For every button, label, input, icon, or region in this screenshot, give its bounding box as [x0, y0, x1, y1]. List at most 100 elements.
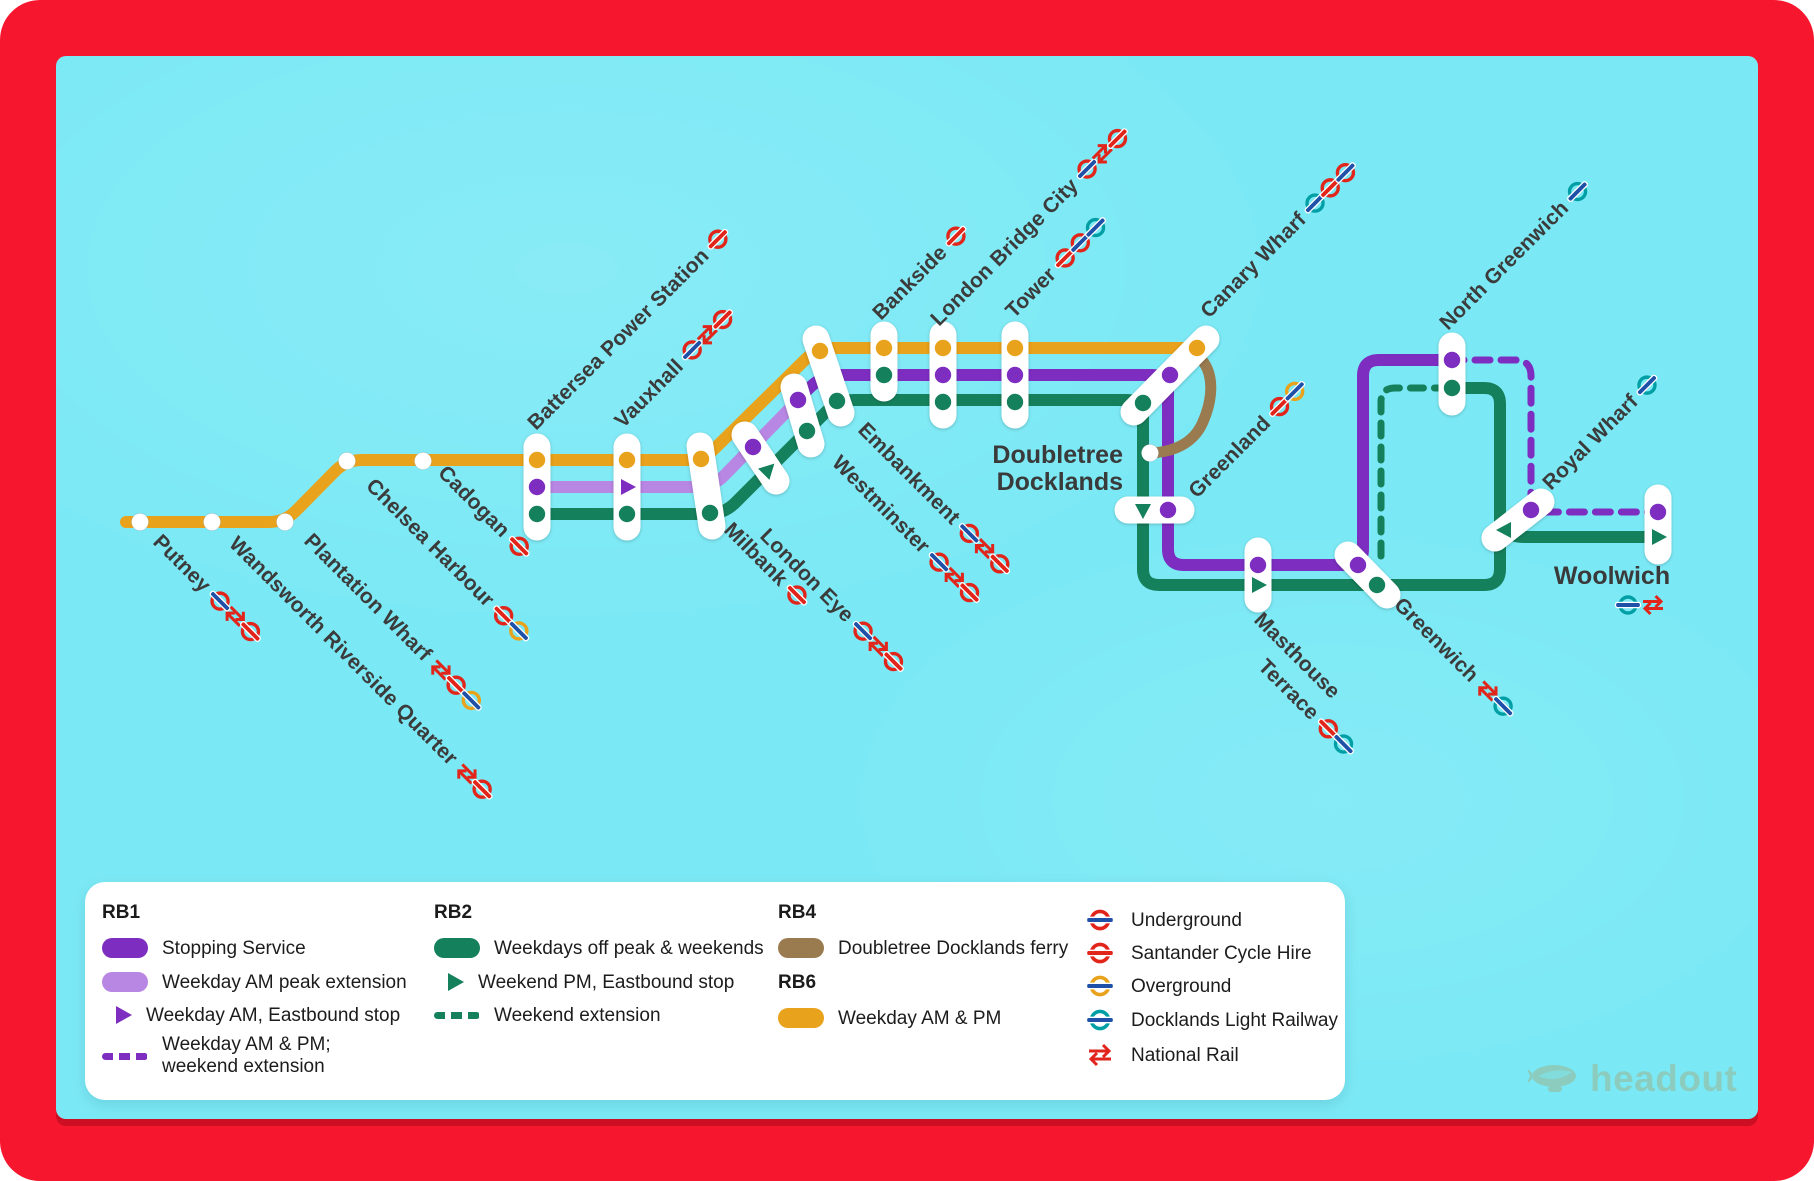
legend-col-rb2: RB2 Weekdays off peak & weekends Weekend… [434, 882, 774, 1100]
canary-wharf-line-dot [1188, 339, 1206, 357]
london-eye-line-dot [744, 438, 762, 456]
london-bridge-city-line-dot [934, 366, 952, 384]
cycle-icon [786, 584, 808, 606]
station-name: Royal Wharf [1538, 390, 1643, 495]
station-label-greenwich: Greenwich [1389, 593, 1514, 717]
legend-item-weekend-pm-eastbound: Weekend PM, Eastbound stop [434, 970, 734, 994]
legend-item-national-rail: National Rail [1083, 1043, 1239, 1067]
station-name: Plantation Wharf [299, 529, 436, 666]
nr-icon [944, 566, 964, 588]
putney-stop-dot [130, 512, 150, 532]
station-label-royal-wharf: Royal Wharf [1538, 374, 1658, 495]
line-rb4-brown [1144, 352, 1217, 459]
cycle-icon [1107, 128, 1128, 150]
underground-icon [1083, 907, 1117, 933]
rb2-dashed-swatch [434, 1011, 480, 1019]
station-name: Embankment [853, 418, 964, 529]
legend-label-line2: weekend extension [162, 1056, 325, 1077]
vauxhall-line-dot [618, 505, 636, 523]
royal-wharf-direction-triangle [1496, 522, 1511, 538]
legend-rb1-title: RB1 [102, 902, 141, 923]
rb2-pill-swatch [434, 938, 480, 958]
tower-line-dot [1006, 366, 1024, 384]
und-icon [958, 523, 980, 544]
station-name-line2: Docklands [997, 468, 1123, 496]
station-label-canary-wharf: Canary Wharf [1196, 162, 1356, 323]
legend-item-overground: Overground [1083, 974, 1231, 998]
und-icon [852, 620, 874, 642]
doubletree-docklands-stop-dot [1140, 443, 1160, 463]
battersea-power-station-line-dot [528, 451, 546, 469]
dlr-icon [1083, 1007, 1117, 1033]
station-name: Doubletree [992, 441, 1123, 469]
und-icon [681, 339, 703, 361]
station-markers [130, 339, 1667, 594]
national-rail-icon [1083, 1042, 1117, 1068]
cycle-icon [508, 535, 530, 557]
dlr-icon [1614, 595, 1642, 615]
london-bridge-city-line-dot [934, 339, 952, 357]
legend-item-weekday-am-pm: Weekday AM & PM [778, 1006, 1001, 1030]
legend-panel: RB1 Stopping Service Weekday AM peak ext… [85, 882, 1345, 1100]
canary-wharf-line-dot [1161, 366, 1179, 384]
dlr-icon [1333, 733, 1354, 755]
nr-icon [225, 605, 245, 627]
rb2-triangle-swatch [448, 973, 464, 991]
legend-item-underground: Underground [1083, 908, 1242, 932]
legend-rb2-title: RB2 [434, 902, 473, 923]
nr-icon [974, 538, 995, 560]
dlr-icon [1085, 217, 1106, 238]
north-greenwich-line-dot [1443, 379, 1461, 397]
station-name: Putney [148, 530, 215, 597]
station-label-woolwich: Woolwich [1554, 562, 1670, 590]
cycle-icon [989, 553, 1011, 575]
dlr-icon [1636, 374, 1658, 396]
station-name: Battersea Power Station [523, 244, 713, 434]
nr-icon [1642, 594, 1664, 616]
cycle-icon [707, 228, 729, 250]
headout-watermark: headout [1528, 1058, 1737, 1100]
legend-item-weekday-am-eastbound: Weekday AM, Eastbound stop [102, 1003, 400, 1027]
chelsea-harbour-stop-dot [337, 451, 357, 471]
overground-icon [1083, 973, 1117, 999]
santander-cycle-icon [1083, 940, 1117, 966]
station-name: North Greenwich [1435, 197, 1573, 335]
nr-icon [457, 763, 477, 785]
legend-item-doubletree-ferry: Doubletree Docklands ferry [778, 936, 1068, 960]
dlr-icon [1492, 695, 1514, 717]
und-icon [1076, 158, 1098, 180]
legend-col-transit: Underground Santander Cycle Hire Overgro… [1083, 882, 1343, 1100]
nr-icon [1091, 144, 1113, 164]
station-name: Tower [1001, 263, 1061, 323]
legend-label-line1: Weekday AM & PM; [162, 1034, 331, 1055]
headout-wordmark: headout [1590, 1058, 1738, 1099]
ovg-icon [460, 689, 482, 711]
legend-item-santander-cycle: Santander Cycle Hire [1083, 941, 1312, 965]
woolwich-line-dot [1649, 503, 1667, 521]
rb1-lavender-pill-swatch [102, 972, 148, 992]
rb1-dashed-swatch [102, 1052, 148, 1060]
tower-line-dot [1006, 339, 1024, 357]
north-greenwich-line-dot [1443, 351, 1461, 369]
station-label-london-eye: London Eye [755, 524, 904, 672]
vauxhall-line-dot [618, 451, 636, 469]
line-rb2-green [531, 382, 1506, 591]
rb1-triangle-swatch [116, 1006, 132, 1024]
plantation-wharf-stop-dot [275, 512, 295, 532]
milbank-line-dot [701, 504, 719, 522]
legend-item-weekend-extension: Weekend extension [434, 1003, 661, 1027]
milbank-line-dot [692, 450, 710, 468]
ovg-icon [508, 620, 530, 642]
legend-rb4-title: RB4 [778, 902, 817, 923]
cycle-icon [712, 309, 733, 330]
london-eye-direction-triangle [758, 463, 775, 480]
ovg-icon [1284, 380, 1306, 402]
woolwich-direction-triangle [1652, 529, 1667, 545]
cycle-icon [471, 778, 493, 800]
cycle-icon [1317, 718, 1339, 740]
greenland-direction-triangle [1135, 504, 1151, 519]
rb6-pill-swatch [778, 1008, 824, 1028]
station-name: Canary Wharf [1196, 207, 1311, 322]
